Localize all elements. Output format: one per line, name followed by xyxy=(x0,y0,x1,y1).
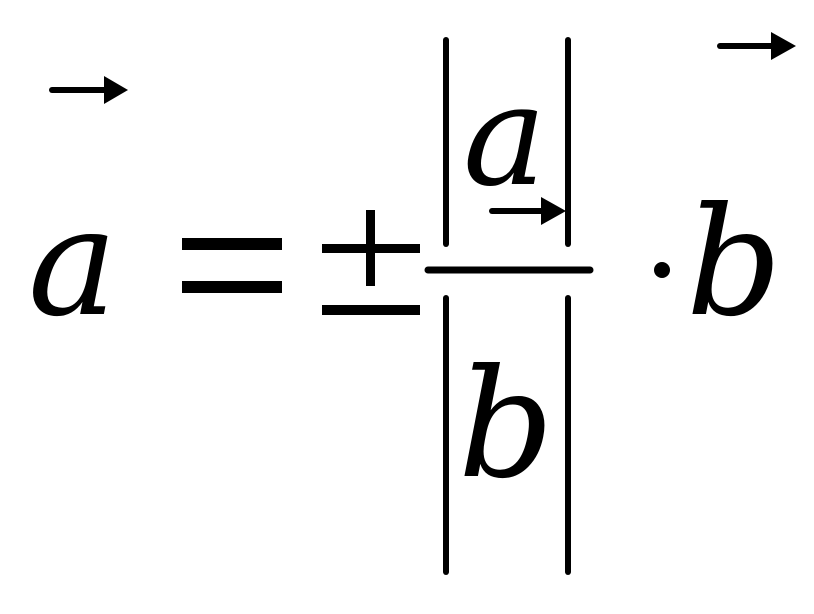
numerator-symbol: a xyxy=(463,55,546,218)
plus-minus-sign: ± xyxy=(322,210,420,315)
multiplication-dot: · xyxy=(654,262,670,278)
denominator-symbol: b xyxy=(458,338,554,512)
numerator: a xyxy=(443,37,571,247)
rhs-symbol: b xyxy=(686,176,782,350)
lhs-symbol: a xyxy=(28,176,117,350)
equals-sign: = xyxy=(182,238,282,293)
numerator-vector-arrow-icon xyxy=(489,197,566,225)
dot-text: · xyxy=(660,267,663,278)
vector-arrow-icon xyxy=(49,76,128,104)
plus-minus-text: ± xyxy=(366,282,374,293)
rhs-vector-arrow-icon xyxy=(717,32,796,60)
denominator: b xyxy=(443,295,571,575)
equals-text: = xyxy=(228,282,236,293)
